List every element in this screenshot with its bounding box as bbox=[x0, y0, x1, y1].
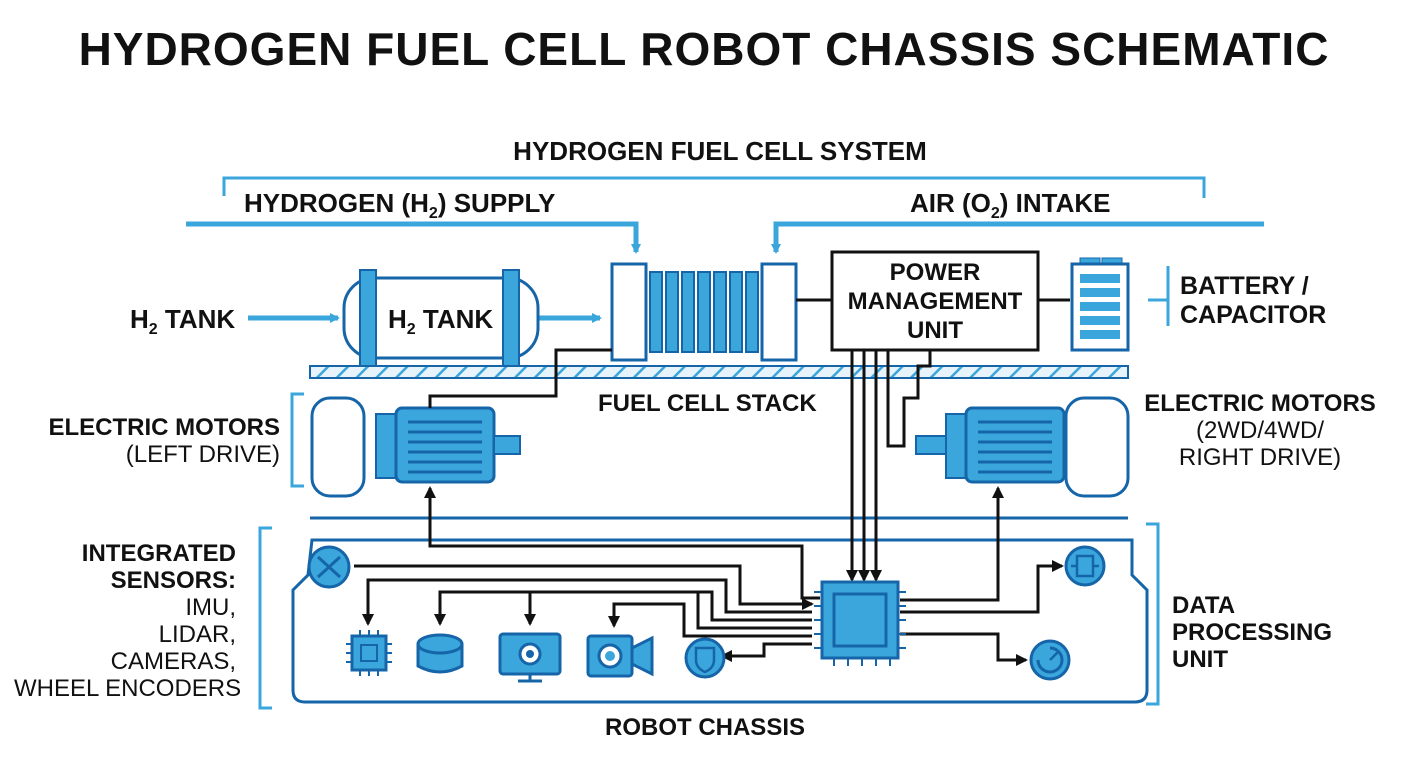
video-camera-icon bbox=[586, 634, 654, 678]
left-wheel-icon bbox=[310, 396, 366, 498]
battery-bracket bbox=[1148, 266, 1170, 326]
system-bracket bbox=[222, 176, 1206, 198]
left-motor-icon bbox=[375, 406, 521, 484]
wiring bbox=[354, 348, 1064, 666]
sensors-label: INTEGRATED SENSORS: IMU, LIDAR, CAMERAS,… bbox=[14, 540, 242, 702]
right-wheel-icon bbox=[1064, 396, 1130, 498]
battery-icon bbox=[1070, 257, 1130, 352]
air-intake-label: AIR (O2) INTAKE bbox=[910, 188, 1111, 223]
encoder-shield-icon bbox=[684, 637, 726, 679]
page-title: HYDROGEN FUEL CELL ROBOT CHASSIS SCHEMAT… bbox=[78, 23, 1330, 75]
h2-supply-label: HYDROGEN (H2) SUPPLY bbox=[244, 188, 556, 223]
chassis-outline bbox=[291, 538, 1149, 704]
lidar-icon bbox=[416, 633, 464, 674]
h2-tank-outer-label: H2 TANK bbox=[130, 304, 236, 339]
right-motors-label: ELECTRIC MOTORS (2WD/4WD/ RIGHT DRIVE) bbox=[1144, 390, 1376, 471]
battery-label: BATTERY / CAPACITOR bbox=[1180, 272, 1327, 329]
h2-supply-line bbox=[186, 221, 641, 254]
pmu-label: POWER MANAGEMENT UNIT bbox=[847, 259, 1023, 344]
air-intake-line bbox=[771, 221, 1264, 254]
pmu-box bbox=[830, 250, 1040, 352]
left-motors-bracket bbox=[290, 392, 304, 488]
right-motor-icon bbox=[915, 406, 1066, 484]
chassis-label: ROBOT CHASSIS bbox=[604, 714, 805, 741]
dpu-bracket bbox=[1146, 522, 1160, 706]
system-label: HYDROGEN FUEL CELL SYSTEM bbox=[513, 136, 927, 166]
processor-chip-icon bbox=[814, 580, 906, 666]
monitor-camera-icon bbox=[498, 632, 562, 683]
dpu-label: DATA PROCESSING UNIT bbox=[1172, 592, 1333, 673]
fuel-cell-stack-icon bbox=[610, 262, 832, 362]
connector-icon bbox=[1064, 545, 1106, 587]
fuel-cell-stack-label: FUEL CELL STACK bbox=[598, 390, 817, 417]
left-motors-label: ELECTRIC MOTORS (LEFT DRIVE) bbox=[48, 414, 280, 468]
chassis-rail bbox=[309, 365, 1129, 379]
imu-chip-icon bbox=[346, 630, 392, 676]
gauge-icon bbox=[1029, 639, 1071, 681]
sensors-bracket bbox=[258, 526, 272, 710]
h2-tank-inner-label: H2 TANK bbox=[388, 304, 494, 339]
hub-icon bbox=[307, 545, 351, 589]
